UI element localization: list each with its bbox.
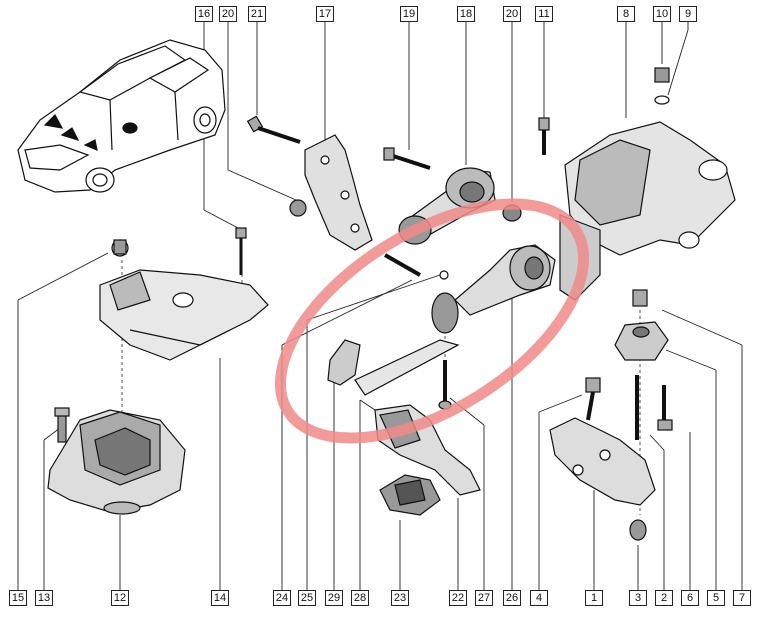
bracket-arm-25: [327, 339, 460, 396]
callout-10: 10: [653, 6, 671, 22]
gearbox-bracket-8: [538, 67, 736, 301]
mount-23: [379, 474, 441, 516]
torque-rod-18: [383, 147, 522, 245]
callout-24: 24: [273, 590, 291, 606]
callout-20a: 20: [219, 6, 237, 22]
callout-19: 19: [400, 6, 418, 22]
torque-rod-26: [384, 244, 556, 410]
callout-17: 17: [316, 6, 334, 22]
callout-22: 22: [449, 590, 467, 606]
callout-20b: 20: [503, 6, 521, 22]
mount-5: [614, 289, 669, 361]
callout-6: 6: [681, 590, 699, 606]
leader-lines: [17, 20, 743, 592]
callout-11: 11: [535, 6, 553, 22]
bracket-1: [549, 375, 673, 541]
callout-12: 12: [111, 590, 129, 606]
callout-21: 21: [248, 6, 266, 22]
callout-1: 1: [585, 590, 603, 606]
callout-29: 29: [325, 590, 343, 606]
callout-5: 5: [707, 590, 725, 606]
callout-4: 4: [530, 590, 548, 606]
bracket-14: [99, 227, 269, 361]
callout-23: 23: [391, 590, 409, 606]
bracket-17: [246, 115, 373, 251]
callout-27: 27: [475, 590, 493, 606]
callout-7: 7: [733, 590, 751, 606]
callout-26: 26: [503, 590, 521, 606]
callout-14: 14: [211, 590, 229, 606]
callout-8: 8: [617, 6, 635, 22]
callout-18: 18: [457, 6, 475, 22]
car-illustration: [17, 39, 226, 193]
callout-3: 3: [629, 590, 647, 606]
callout-15: 15: [9, 590, 27, 606]
callout-9: 9: [679, 6, 697, 22]
callout-13: 13: [35, 590, 53, 606]
callout-16: 16: [195, 6, 213, 22]
callout-25: 25: [298, 590, 316, 606]
callout-28: 28: [351, 590, 369, 606]
mount-12: [47, 407, 186, 515]
callout-2: 2: [655, 590, 673, 606]
highlight-ellipse: [274, 198, 590, 444]
